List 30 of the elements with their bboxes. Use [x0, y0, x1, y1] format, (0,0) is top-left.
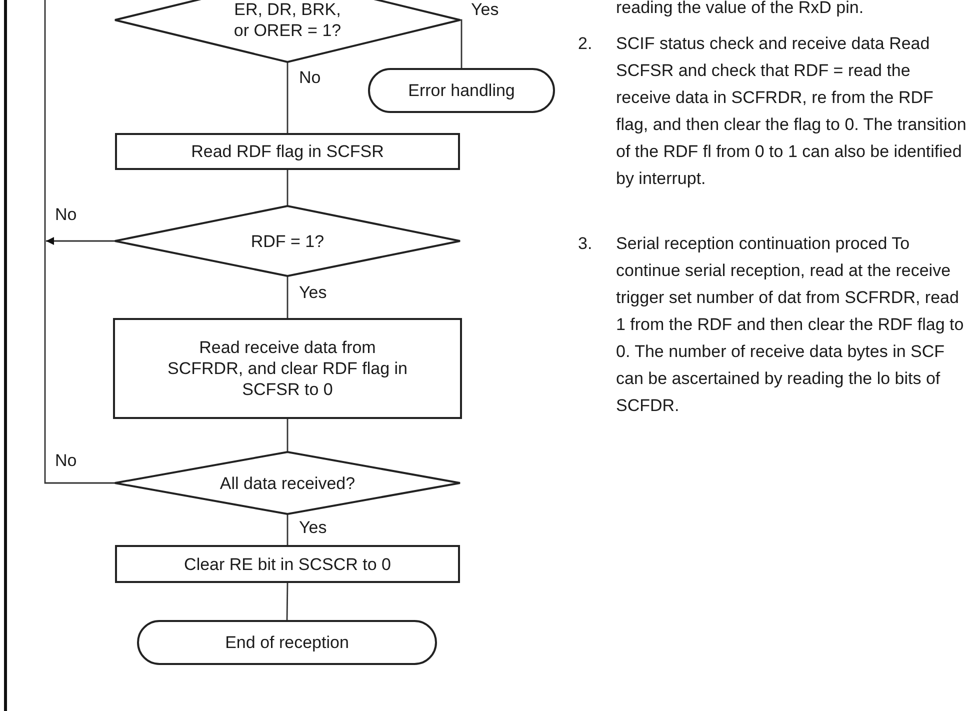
node-text: ER, DR, BRK, or ORER = 1?	[232, 0, 342, 41]
node-text: Clear RE bit in SCSCR to 0	[184, 554, 391, 574]
node-text: Read RDF flag in SCFSR	[191, 141, 384, 162]
decision-diamond	[115, 0, 460, 62]
connector-line	[286, 170, 288, 206]
connector-line	[44, 0, 115, 484]
node-text: Read receive data from SCFRDR, and clear RDF flag in SCFSR to 0	[168, 337, 408, 400]
node-text: End of reception	[225, 632, 349, 653]
connector-line	[286, 583, 288, 620]
note-text: Serial reception continuation proced To continue serial reception, read at the receive trigger set number of dat from SCFRDR, read 1 from the RDF and then clear the RDF flag to 0. The number of receive data bytes in SCF can be ascertained by reading the lo bits of SCFDR.	[616, 233, 965, 417]
connector-line	[286, 419, 288, 452]
connector-line	[46, 237, 115, 245]
decision-diamond	[115, 452, 460, 514]
terminal-box	[368, 68, 555, 113]
connector-line	[286, 276, 288, 318]
step-number: 3.	[578, 233, 592, 255]
node-text: RDF = 1?	[250, 230, 324, 252]
terminal-box	[137, 620, 437, 665]
note-text: reading the value of the RxD pin.	[616, 0, 865, 19]
connector-line	[460, 19, 462, 68]
note-text: SCIF status check and receive data Read SCFSR and check that RDF = read the receive data in SCFRDR, re from the RDF flag, and then clear the flag to 0. The transition of the RDF fl from 0 to 1 can also be identified by interrupt.	[616, 33, 968, 190]
step-number: 2.	[578, 33, 592, 55]
node-text: All data received?	[220, 472, 356, 494]
connector-line	[286, 62, 288, 133]
process-box	[113, 318, 462, 419]
process-box	[115, 133, 460, 170]
connector-line	[286, 514, 288, 545]
process-box	[115, 545, 460, 583]
node-text: Error handling	[408, 80, 515, 101]
decision-diamond	[115, 206, 460, 276]
